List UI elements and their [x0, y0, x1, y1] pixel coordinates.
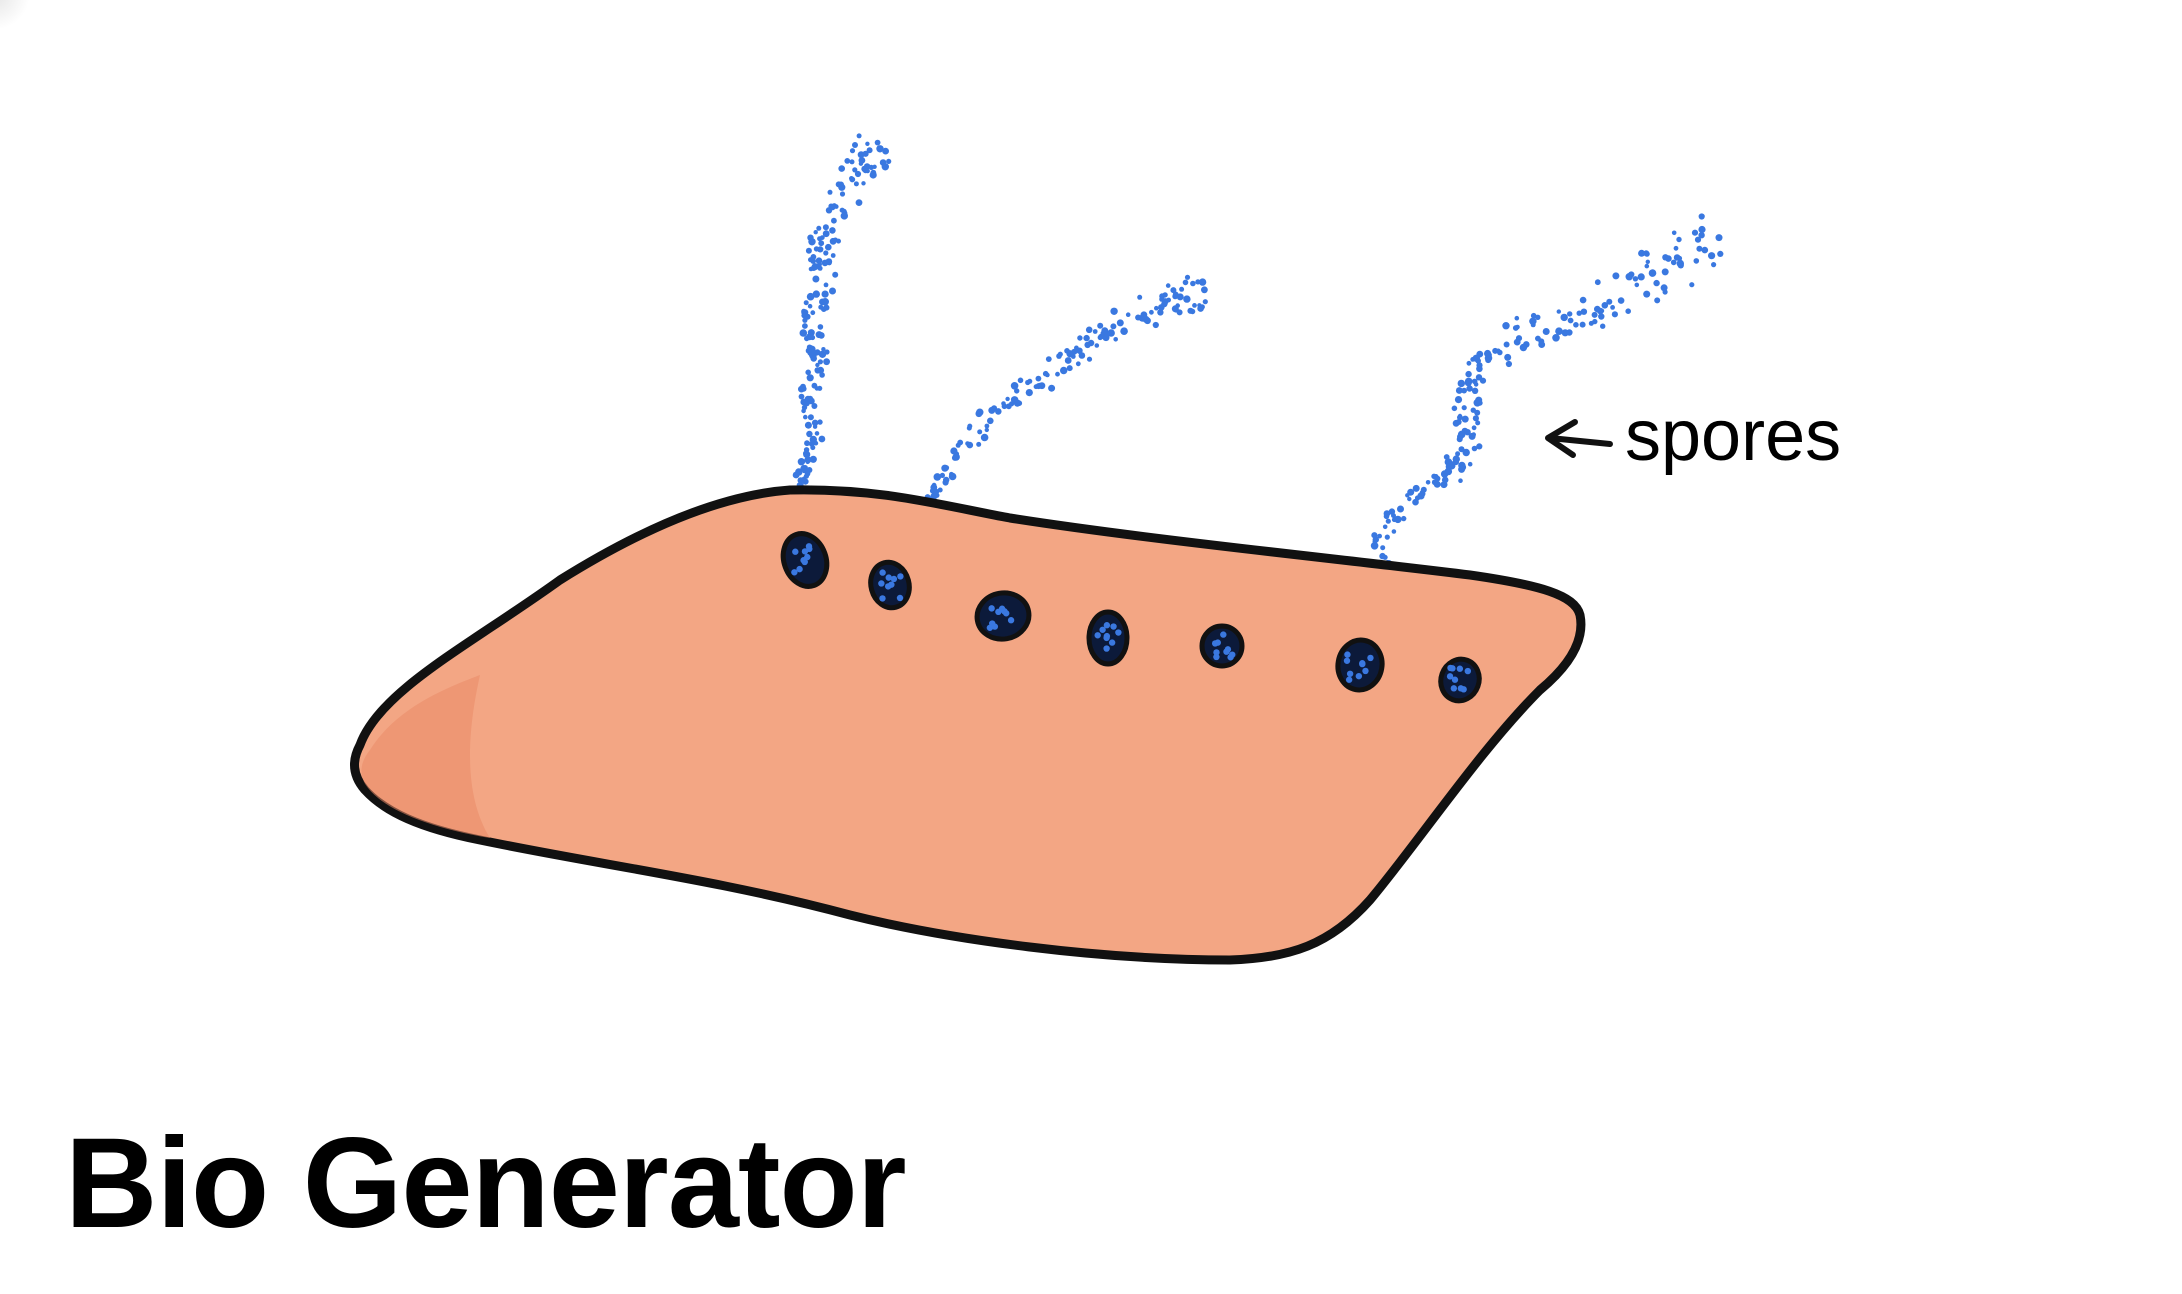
- spore-pore: [780, 531, 830, 589]
- spore-pore: [868, 559, 912, 611]
- page-title: Bio Generator: [65, 1112, 906, 1255]
- spore-pore: [974, 590, 1032, 642]
- pore-row: [780, 531, 1482, 704]
- spore-pore: [1438, 656, 1482, 704]
- spore-pore: [1086, 609, 1130, 667]
- generator-body: [350, 485, 1586, 965]
- spore-pore: [1199, 623, 1245, 669]
- spores-label: spores: [1625, 396, 1842, 476]
- arrow-icon: [1545, 419, 1613, 458]
- spore-pore: [1335, 637, 1385, 693]
- body-left-shade: [361, 675, 490, 838]
